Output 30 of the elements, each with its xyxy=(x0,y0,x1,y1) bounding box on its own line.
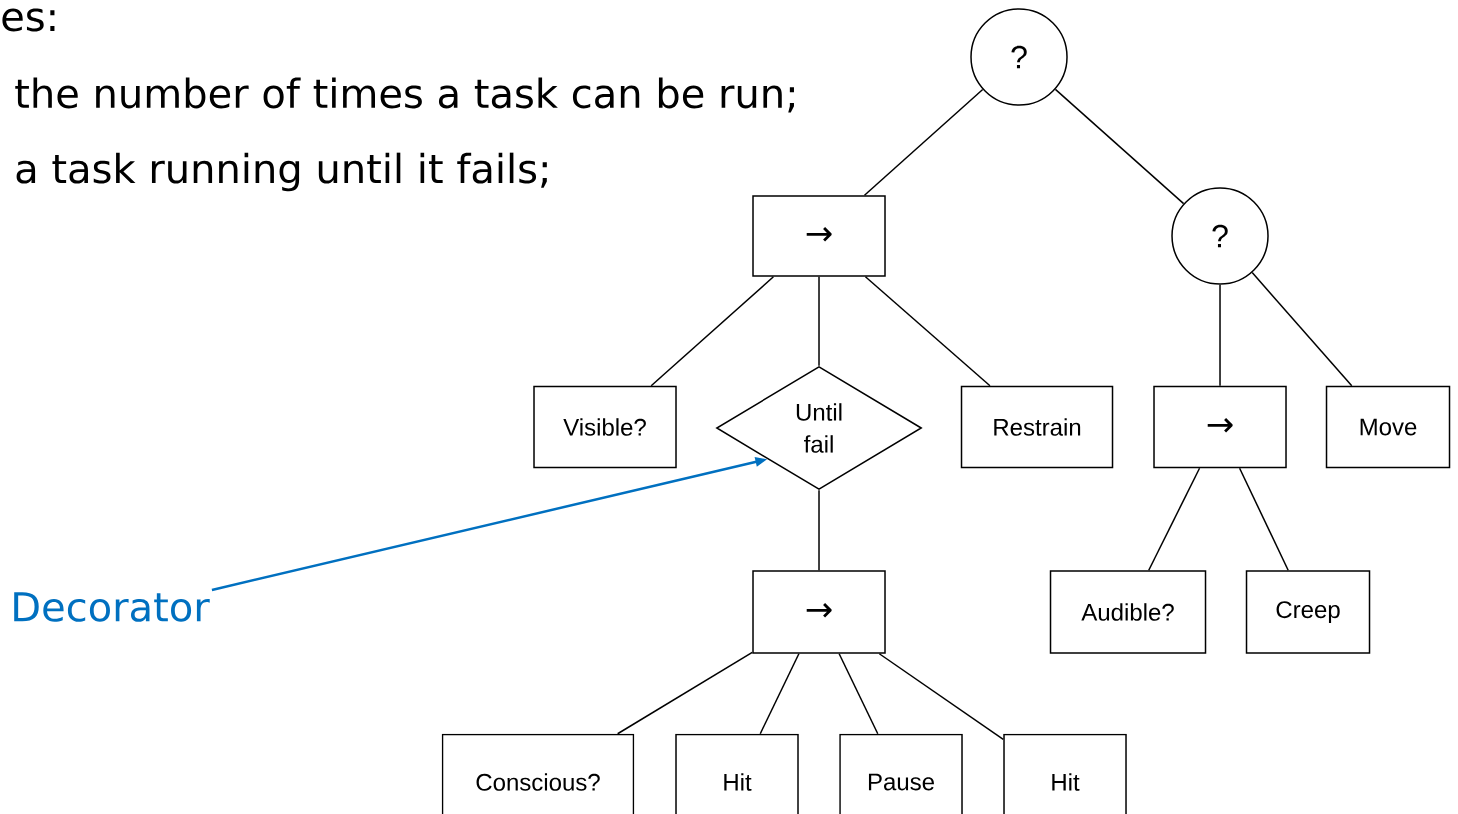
connector-line xyxy=(1238,467,1289,571)
connector-line xyxy=(838,653,879,735)
connector-line xyxy=(1251,271,1353,387)
connector-line xyxy=(878,653,1004,741)
connector-line xyxy=(616,651,753,735)
connector-line xyxy=(650,276,775,387)
task-box: Move xyxy=(1325,385,1451,469)
task-box: Audible? xyxy=(1049,570,1207,654)
task-box: → xyxy=(752,195,886,277)
note-text: es: xyxy=(2,8,55,32)
connector-line xyxy=(759,653,800,735)
task-box: Pause xyxy=(839,733,963,814)
task-box: Visible? xyxy=(533,385,677,469)
connector-line xyxy=(864,276,991,387)
connector-line xyxy=(1219,284,1221,387)
task-box: Creep xyxy=(1245,570,1371,654)
task-box: → xyxy=(752,570,886,654)
task-box: Hit xyxy=(675,733,799,814)
task-box: Restrain xyxy=(960,385,1114,469)
decorator-label: Decorator xyxy=(14,592,210,622)
connector-line xyxy=(1054,88,1185,205)
note-text: a task running until it fails; xyxy=(16,152,547,192)
task-box: Conscious? xyxy=(441,733,635,814)
connector-line xyxy=(818,489,820,571)
connector-line xyxy=(863,88,984,196)
connector-line xyxy=(818,276,820,367)
note-text: the number of times a task can be run; xyxy=(15,77,794,113)
task-box: → xyxy=(1153,385,1287,469)
task-box: Hit xyxy=(1003,733,1127,814)
connector-line xyxy=(1148,467,1201,571)
